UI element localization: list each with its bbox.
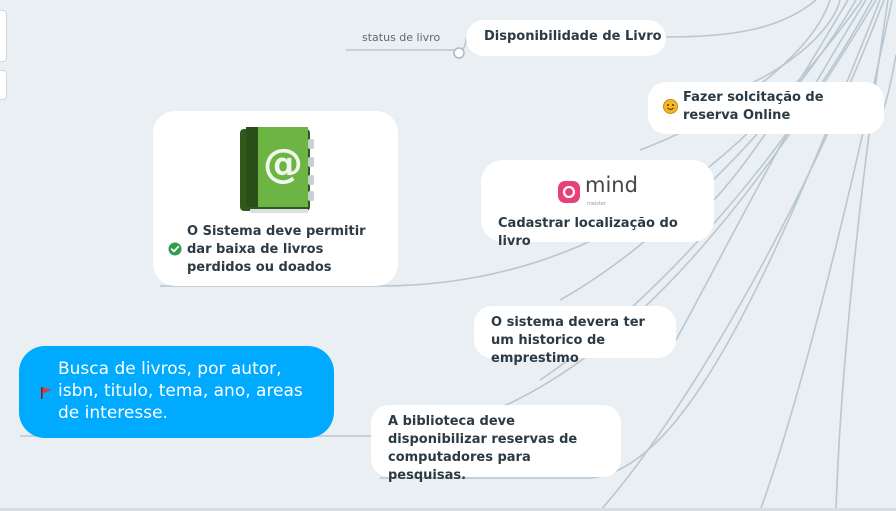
node-disponibilidade[interactable]: Disponibilidade de Livro: [466, 20, 666, 56]
node-label: Busca de livros, por autor, isbn, titulo…: [58, 359, 303, 423]
node-baixa-livros[interactable]: @ O Sistema deve permitir dar baixa de l…: [153, 111, 398, 286]
smiley-icon: [663, 99, 678, 114]
node-label: A biblioteca deve disponibilizar reserva…: [388, 414, 578, 483]
connector-disponibilidade: [665, 0, 817, 38]
left-panel-tab-bottom[interactable]: [0, 70, 7, 100]
node-computadores[interactable]: A biblioteca deve disponibilizar reserva…: [371, 405, 621, 483]
connector-extra-1: [599, 0, 885, 511]
red-flag-icon: [41, 387, 52, 399]
mindmeister-logo-icon: [558, 181, 580, 203]
relation-handle[interactable]: [453, 47, 465, 59]
node-label: Fazer solcitação de reserva Online: [683, 90, 824, 123]
relation-label[interactable]: status de livro: [362, 31, 441, 44]
node-label: Disponibilidade de Livro: [484, 29, 662, 44]
node-busca[interactable]: Busca de livros, por autor, isbn, titulo…: [19, 346, 334, 438]
connector-historico: [675, 0, 867, 341]
left-panel-tab-top[interactable]: [0, 10, 7, 62]
node-historico[interactable]: O sistema devera ter um historico de emp…: [474, 306, 676, 366]
connector-extra-2: [835, 0, 889, 511]
logo-text: mind: [585, 173, 638, 197]
logo-subtext: meister: [587, 201, 607, 207]
connector-extra-7: [759, 0, 893, 511]
node-label: O sistema devera ter um historico de emp…: [491, 315, 645, 366]
node-reserva-online[interactable]: Fazer solcitação de reserva Online: [648, 82, 884, 134]
node-label: O Sistema deve permitir dar baixa de liv…: [187, 224, 366, 275]
address-book-icon: @: [240, 127, 314, 213]
check-circle-icon: [168, 242, 182, 256]
node-localizacao[interactable]: mind meister Cadastrar localização do li…: [481, 160, 714, 249]
connector-reserva-online: [883, 54, 896, 109]
bottom-scroll-area: [0, 508, 896, 511]
node-label: Cadastrar localização do livro: [498, 216, 678, 249]
svg-text:@: @: [263, 141, 303, 187]
